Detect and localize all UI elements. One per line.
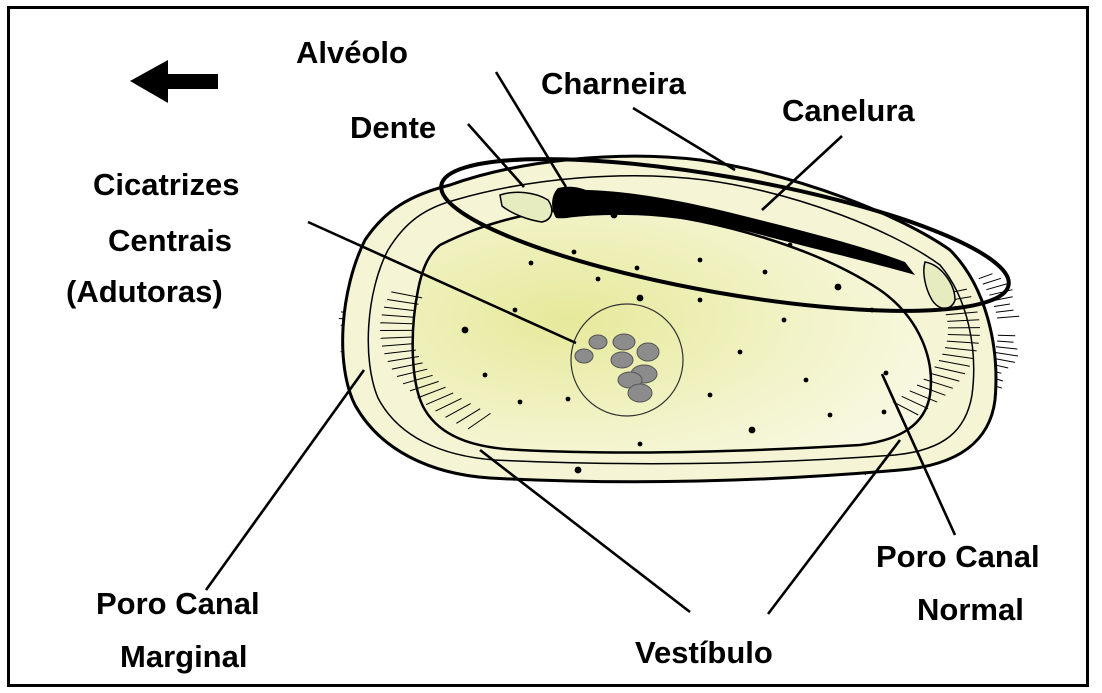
seta — [994, 304, 1010, 307]
label-alveolo: Alvéolo — [296, 35, 408, 70]
normal-pore — [635, 266, 640, 271]
normal-pore — [483, 373, 488, 378]
label-cicatrizes-2: Centrais — [108, 223, 232, 258]
label-poro-marginal-1: Poro Canal — [96, 586, 260, 621]
normal-pore — [698, 258, 703, 263]
normal-pore — [611, 212, 618, 219]
seta — [997, 341, 1013, 342]
label-vestibulo: Vestíbulo — [635, 635, 773, 670]
normal-pore — [804, 378, 809, 383]
normal-pore — [698, 298, 703, 303]
normal-pore — [529, 261, 534, 266]
normal-pore — [572, 250, 577, 255]
seta — [996, 347, 1017, 349]
normal-pore — [738, 350, 743, 355]
normal-pore — [749, 427, 756, 434]
label-cicatrizes-3: (Adutoras) — [66, 274, 223, 309]
label-poro-normal-2: Normal — [917, 592, 1024, 627]
normal-pore — [882, 410, 887, 415]
seta — [996, 310, 1014, 312]
seta — [994, 352, 1018, 356]
normal-pore — [835, 284, 842, 291]
seta — [983, 278, 1001, 284]
normal-pore — [828, 413, 833, 418]
normal-pore — [638, 442, 643, 447]
normal-pore — [518, 400, 523, 405]
label-poro-marginal-2: Marginal — [120, 639, 247, 674]
seta — [979, 274, 993, 279]
normal-pore — [462, 327, 469, 334]
normal-pore — [708, 393, 713, 398]
normal-pore — [782, 318, 787, 323]
arrow-left-icon — [130, 60, 218, 103]
seta — [997, 316, 1019, 318]
label-dente: Dente — [350, 110, 436, 145]
normal-pore — [788, 243, 793, 248]
label-charneira: Charneira — [541, 66, 686, 101]
normal-pore — [513, 308, 518, 313]
label-canelura: Canelura — [782, 93, 915, 128]
label-poro-normal-1: Poro Canal — [876, 539, 1040, 574]
normal-pore — [596, 277, 601, 282]
normal-pore — [637, 295, 644, 302]
label-cicatrizes-1: Cicatrizes — [93, 167, 239, 202]
normal-pore — [575, 467, 582, 474]
normal-pore — [884, 371, 889, 376]
seta — [998, 335, 1015, 336]
normal-pore — [870, 308, 875, 313]
normal-pore — [763, 270, 768, 275]
normal-pore — [566, 397, 571, 402]
